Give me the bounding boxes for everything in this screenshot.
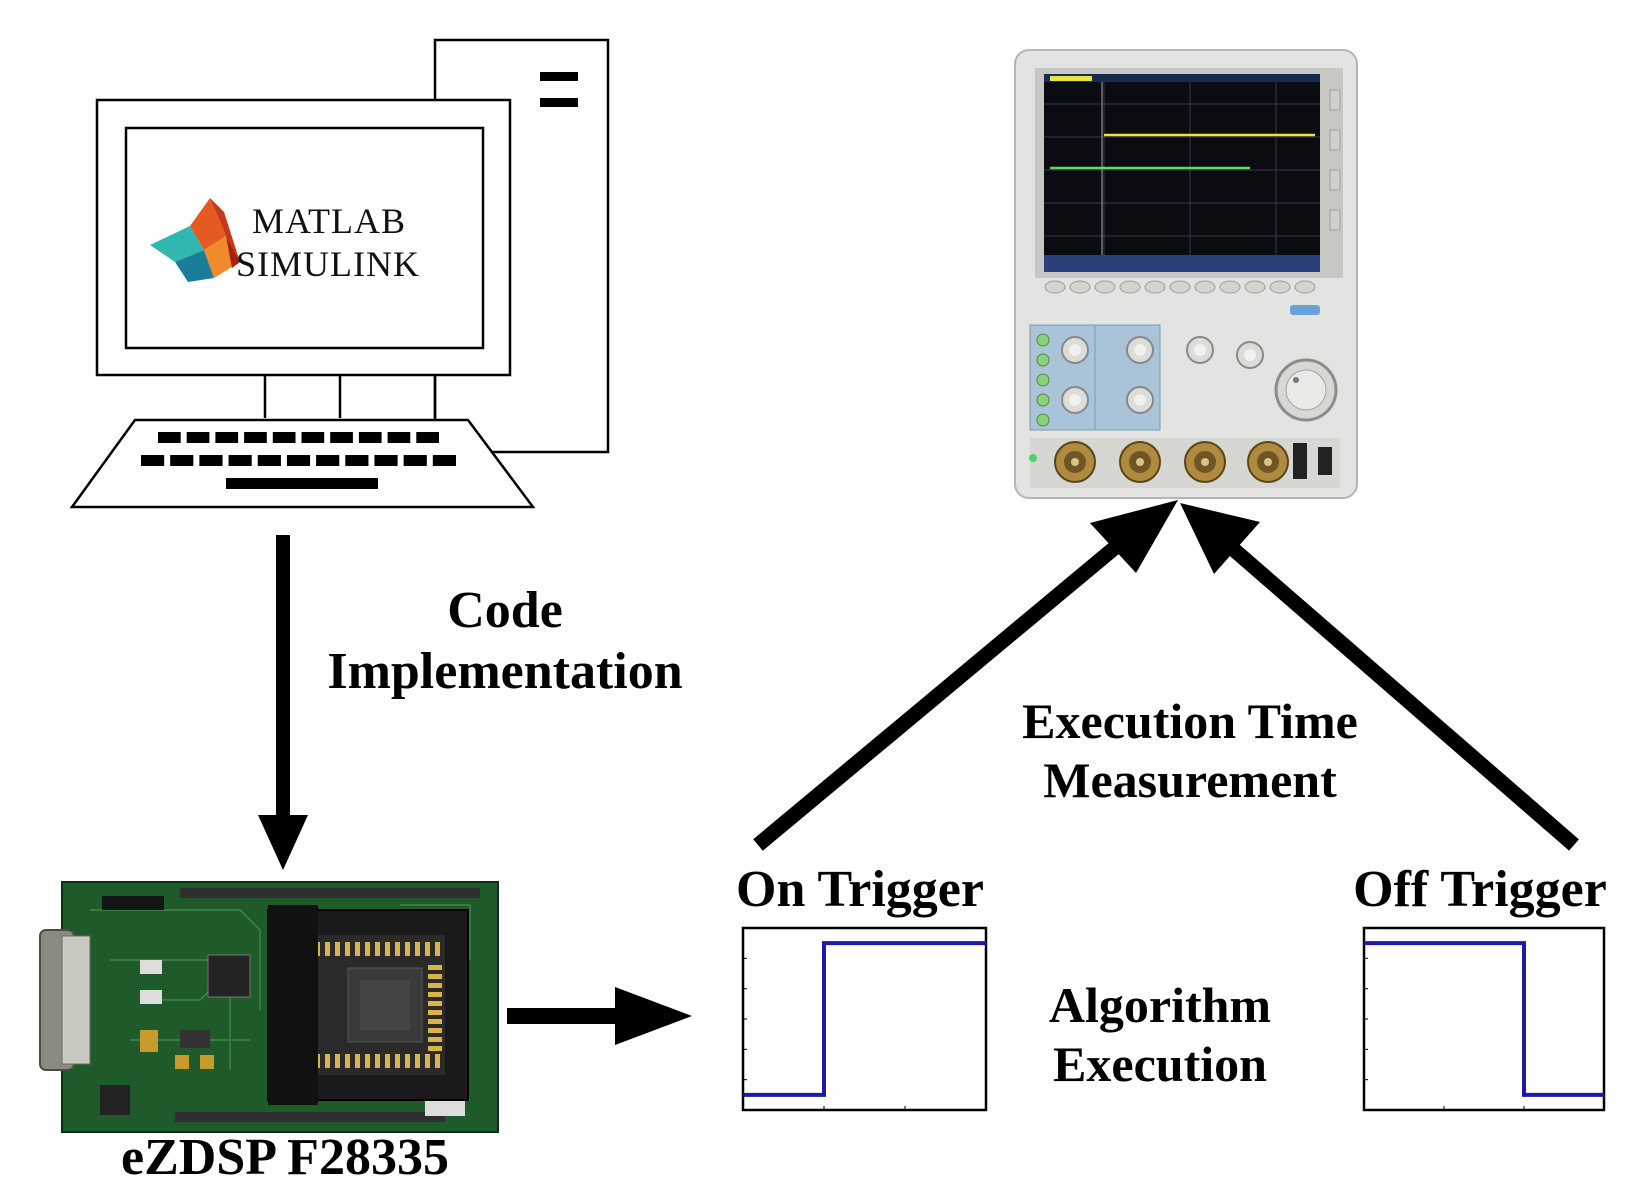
off-trigger-plot: [1362, 926, 1606, 1112]
arrow-off-trigger-to-scope: [1180, 503, 1579, 851]
matlab-logo-icon: [150, 198, 240, 282]
code-label-line-1: Code: [447, 582, 563, 639]
logo-line-2: SIMULINK: [236, 244, 420, 284]
dsp-board-icon: [39, 881, 499, 1133]
arrow-board-to-trigger: [507, 987, 692, 1045]
board-label: eZDSP F28335: [121, 1129, 449, 1186]
exec-label-line-2: Measurement: [1043, 752, 1337, 808]
algo-label-line-1: Algorithm: [1048, 977, 1272, 1033]
trigger-signal-line: [1364, 941, 1604, 1097]
execution-time-label: Execution Time Measurement: [960, 692, 1420, 810]
trigger-signal-line: [743, 941, 986, 1097]
code-label-line-2: Implementation: [327, 643, 683, 701]
oscilloscope-icon: [1014, 49, 1358, 499]
arrow-on-trigger-to-scope: [753, 500, 1178, 851]
exec-label-line-1: Execution Time: [1022, 693, 1358, 749]
arrow-code-to-board: [258, 535, 308, 870]
on-trigger-plot: [741, 926, 988, 1112]
logo-line-1: MATLAB: [252, 201, 407, 241]
off-trigger-label: Off Trigger: [1353, 861, 1607, 918]
code-implementation-label: Code Implementation: [300, 580, 710, 703]
algorithm-execution-label: Algorithm Execution: [1010, 976, 1310, 1094]
on-trigger-label: On Trigger: [736, 861, 984, 918]
algo-label-line-2: Execution: [1053, 1036, 1267, 1092]
